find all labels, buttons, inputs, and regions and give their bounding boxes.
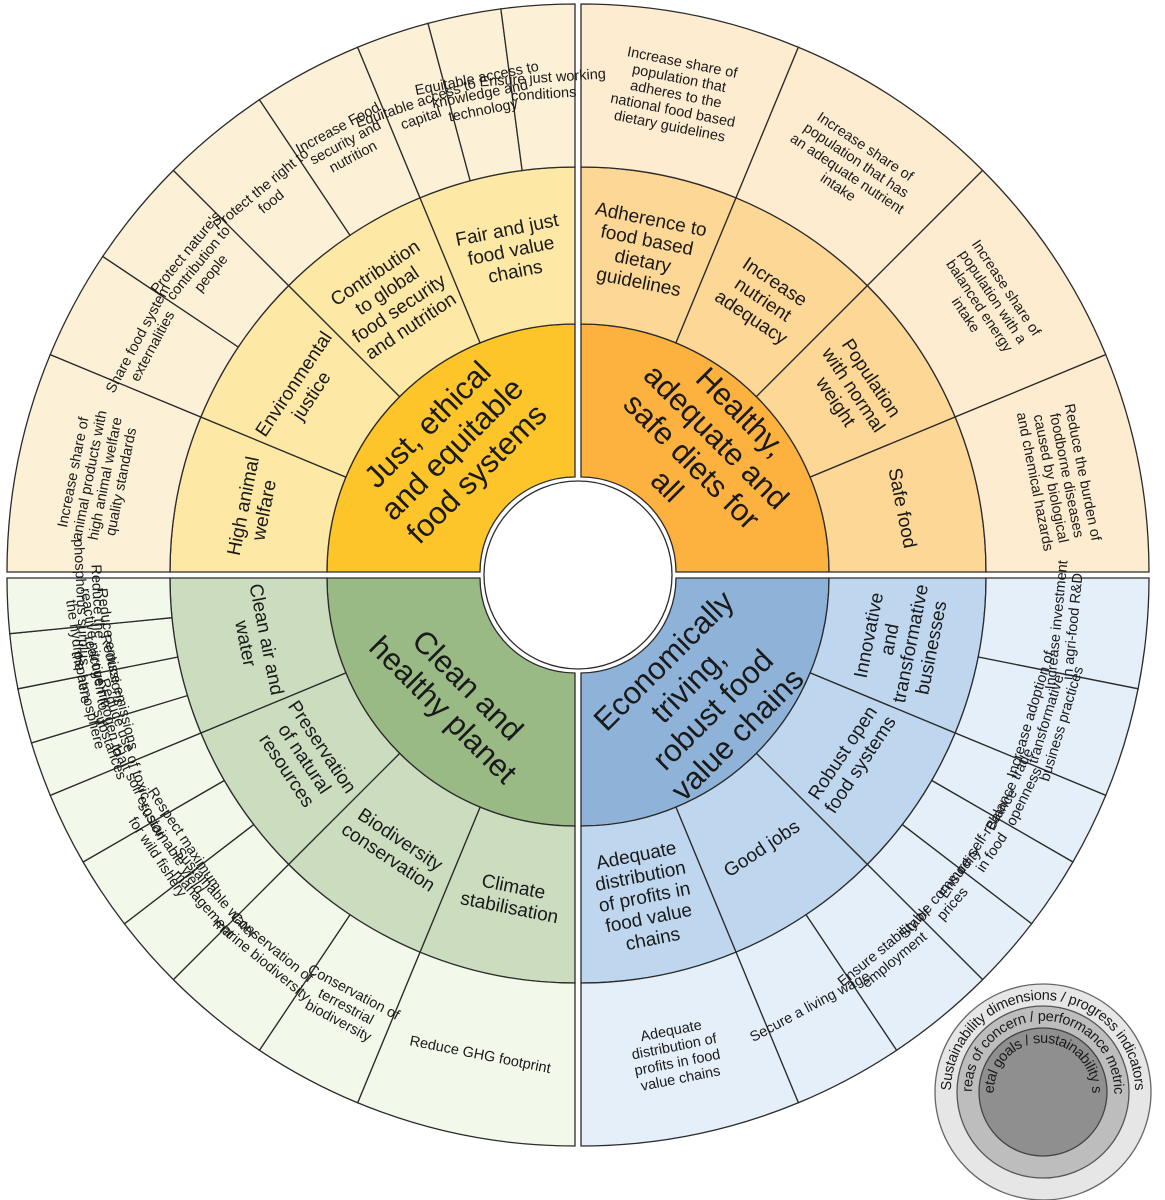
metric-segment [580, 951, 800, 1147]
area-label: Climatestabilisation [459, 867, 565, 928]
quadrant-yellow [6, 3, 576, 573]
legend-ring-inner [978, 1027, 1108, 1157]
center-hole [483, 480, 673, 670]
area-label: Adequatedistributionof profits infood va… [589, 837, 701, 959]
quadrant-blue [580, 577, 1150, 1147]
metric-label: Increase share ofanimal products withhig… [53, 406, 142, 548]
metric-segment [6, 577, 173, 635]
wheel-quadrants [6, 3, 1150, 1147]
quadrant-orange [580, 3, 1150, 573]
metric-segment [500, 3, 576, 172]
metric-label: Reduce thephosphorus surplus [70, 538, 108, 666]
quadrant-green [6, 577, 576, 1147]
metric-segment [954, 353, 1150, 573]
